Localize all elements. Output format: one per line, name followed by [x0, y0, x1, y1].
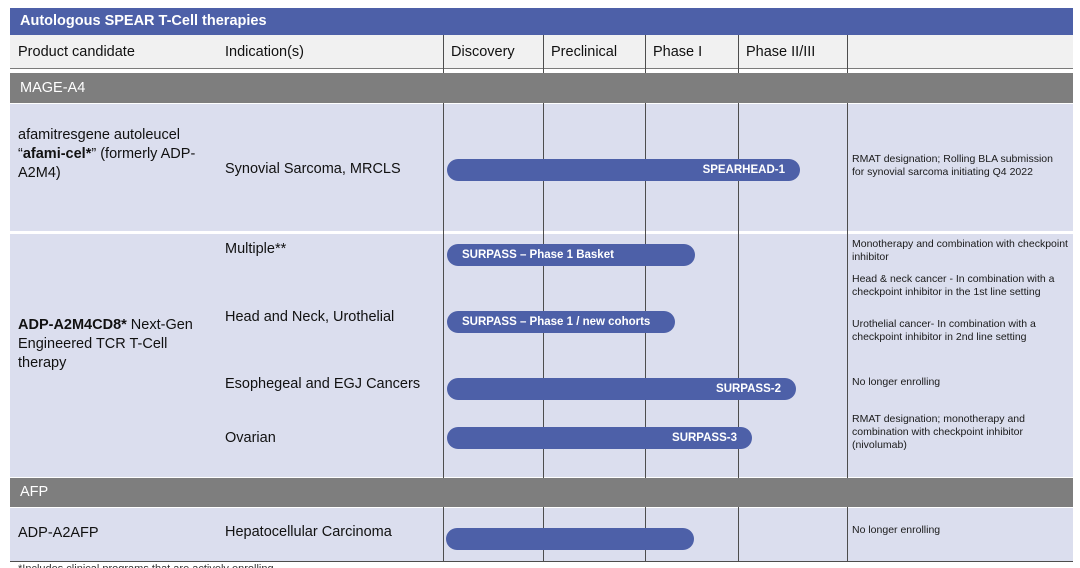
indication-ovarian: Ovarian — [225, 430, 276, 446]
section-header-mage-a4: MAGE-A4 — [10, 73, 1073, 103]
table-bottom-border — [10, 561, 1073, 562]
note-urothelial-2nd-line: Urothelial cancer- In combination with a… — [852, 318, 1036, 343]
footnote: *Includes clinical programs that are act… — [18, 563, 274, 568]
pipeline-title: Autologous SPEAR T-Cell therapies — [20, 13, 267, 29]
trial-bar-surpass-basket-label: SURPASS – Phase 1 Basket — [462, 249, 614, 261]
note-no-longer-enrolling-afp: No longer enrolling — [852, 524, 941, 536]
indication-multiple: Multiple** — [225, 241, 287, 257]
column-header-product: Product candidate — [18, 44, 135, 60]
note-rmat-nivolumab: RMAT designation; monotherapy and combin… — [852, 413, 1025, 451]
gridline-phase1-left — [645, 35, 646, 562]
gridline-notes-left — [847, 35, 848, 562]
gridline-preclinical-left — [543, 35, 544, 562]
trial-bar-surpass-2-label: SURPASS-2 — [716, 383, 781, 395]
product-cell-a2m4cd8: ADP-A2M4CD8* Next-Gen Engineered TCR T-C… — [18, 316, 218, 373]
product-afami-bold: afami-cel* — [22, 146, 92, 162]
trial-bar-spearhead-1: SPEARHEAD-1 — [447, 159, 800, 181]
note-spearhead-1: RMAT designation; Rolling BLA submission… — [852, 153, 1053, 178]
indication-hepatocellular: Hepatocellular Carcinoma — [225, 524, 392, 540]
product-afami-post: ” (formerly ADP-A2M4) — [18, 146, 196, 181]
column-header-phase23: Phase II/III — [746, 44, 816, 60]
note-monotherapy-combination: Monotherapy and combination with checkpo… — [852, 238, 1068, 263]
product-cell-a2afp: ADP-A2AFP — [18, 524, 228, 543]
pipeline-title-bar: Autologous SPEAR T-Cell therapies — [10, 8, 1073, 35]
trial-bar-surpass-2: SURPASS-2 — [447, 378, 796, 400]
section-header-afp: AFP — [10, 478, 1073, 507]
gridline-discovery-left — [443, 35, 444, 562]
trial-bar-spearhead-1-label: SPEARHEAD-1 — [702, 164, 785, 176]
trial-bar-surpass-new-cohorts: SURPASS – Phase 1 / new cohorts — [447, 311, 675, 333]
trial-bar-hepatocellular — [446, 528, 694, 550]
note-no-longer-enrolling-surpass2: No longer enrolling — [852, 376, 941, 388]
indication-esophegeal-egj: Esophegeal and EGJ Cancers — [225, 376, 421, 392]
trial-bar-surpass-3: SURPASS-3 — [447, 427, 752, 449]
indication-synovial-sarcoma: Synovial Sarcoma, MRCLS — [225, 161, 401, 177]
indication-head-neck-urothelial: Head and Neck, Urothelial — [225, 309, 395, 325]
trial-bar-surpass-basket: SURPASS – Phase 1 Basket — [447, 244, 695, 266]
column-header-indication: Indication(s) — [225, 44, 304, 60]
product-a2m4cd8-post: Next-Gen Engineered TCR T-Cell therapy — [18, 317, 193, 371]
column-header-preclinical: Preclinical — [551, 44, 618, 60]
gridline-phase23-left — [738, 35, 739, 562]
section-header-mage-a4-label: MAGE-A4 — [20, 80, 86, 96]
column-header-phase1: Phase I — [653, 44, 703, 60]
product-a2afp-label: ADP-A2AFP — [18, 525, 99, 541]
section-header-afp-label: AFP — [20, 484, 49, 500]
product-a2m4cd8-bold: ADP-A2M4CD8* — [18, 317, 127, 333]
note-head-neck-1st-line: Head & neck cancer - In combination with… — [852, 273, 1055, 298]
column-header-row — [10, 35, 1073, 69]
trial-bar-surpass-new-cohorts-label: SURPASS – Phase 1 / new cohorts — [462, 316, 651, 328]
product-cell-afami: afamitresgene autoleucel “afami-cel*” (f… — [18, 126, 228, 183]
product-afami-pre: afamitresgene autoleucel “ — [18, 127, 181, 162]
trial-bar-surpass-3-label: SURPASS-3 — [672, 432, 737, 444]
column-header-discovery: Discovery — [451, 44, 515, 60]
